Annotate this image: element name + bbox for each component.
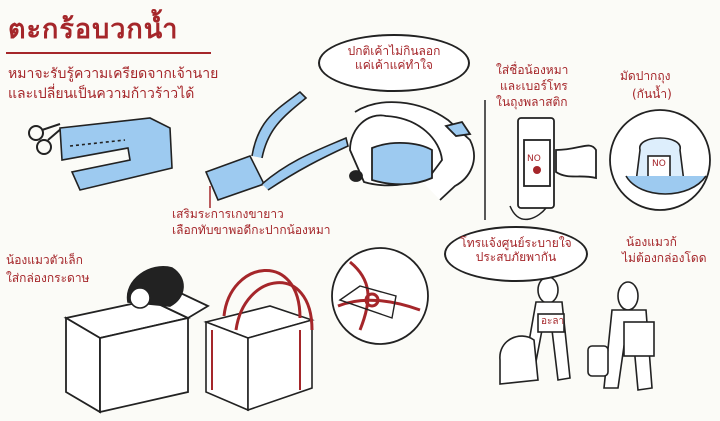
knot-circle [331, 247, 429, 345]
rope-knot-icon [337, 260, 421, 331]
cat-note-line-1: น้องแมวตัวเล็ก [6, 253, 83, 267]
pant-leg-muzzle-icon [204, 90, 349, 202]
cat-big-note-line-2: ไม่ต้องกล่องโดด [622, 251, 707, 265]
cat-big-note-line-1: น้องแมวก้ [626, 235, 677, 249]
plastic-bag-icon [625, 137, 707, 195]
tag-note-line-3: ในถุงพลาสติก [496, 95, 568, 109]
cardboard-box-icon [63, 286, 210, 414]
bag-note-line-2: (กันน้ำ) [632, 87, 672, 101]
person-sign-label: อะลา [541, 316, 565, 327]
bubble-bottom-line-1: โทรแจ้งศูนย์ระบายใจ [460, 236, 572, 250]
bubble-top-line-2: แค่เค้าแค่ทำใจ [355, 57, 433, 72]
bubble-bottom-line-2: ประสบภัยพากัน [475, 249, 557, 264]
pants-caption-line-2: เลือกทับขาพอดีกะปากน้องหมา [172, 223, 331, 237]
intro-line-1: หมาจะรับรู้ความเครียดจากเจ้านาย [8, 66, 219, 82]
cat-note-line-2: ใส่กล่องกระดาษ [6, 271, 90, 285]
dog-muzzle-icon [349, 101, 475, 201]
page-title: ตะกร้อบวกน้ำ [8, 14, 179, 45]
tag-note-line-2: และเบอร์โทร [500, 79, 568, 93]
bag-no-label: NO [652, 159, 666, 169]
cat-icon [126, 266, 184, 309]
tag-note-line-1: ใส่ชื่อน้องหมา [496, 63, 569, 77]
pants-caption-line-1: เสริมระการเกงขายาว [172, 207, 284, 221]
basket-icon [203, 305, 315, 412]
intro-line-2: และเปลี่ยนเป็นความก้าวร้าวได้ [8, 86, 195, 102]
speech-bubble-bottom: โทรแจ้งศูนย์ระบายใจ ประสบภัยพากัน [444, 226, 588, 282]
tag-no-label: NO [527, 154, 541, 164]
title-underline [6, 52, 211, 54]
person-with-dog-icon [499, 276, 571, 385]
speech-bubble-top: ปกติเค้าไม่กินลอก แค่เค้าแค่ทำใจ [318, 34, 470, 92]
bag-note-line-1: มัดปากถุง [620, 69, 671, 83]
scissors-icon [28, 123, 63, 155]
person-with-bag-icon [587, 281, 655, 391]
jeans-icon [59, 117, 173, 191]
bubble-top-line-1: ปกติเค้าไม่กินลอก [347, 44, 441, 58]
name-tag-icon [517, 117, 597, 209]
